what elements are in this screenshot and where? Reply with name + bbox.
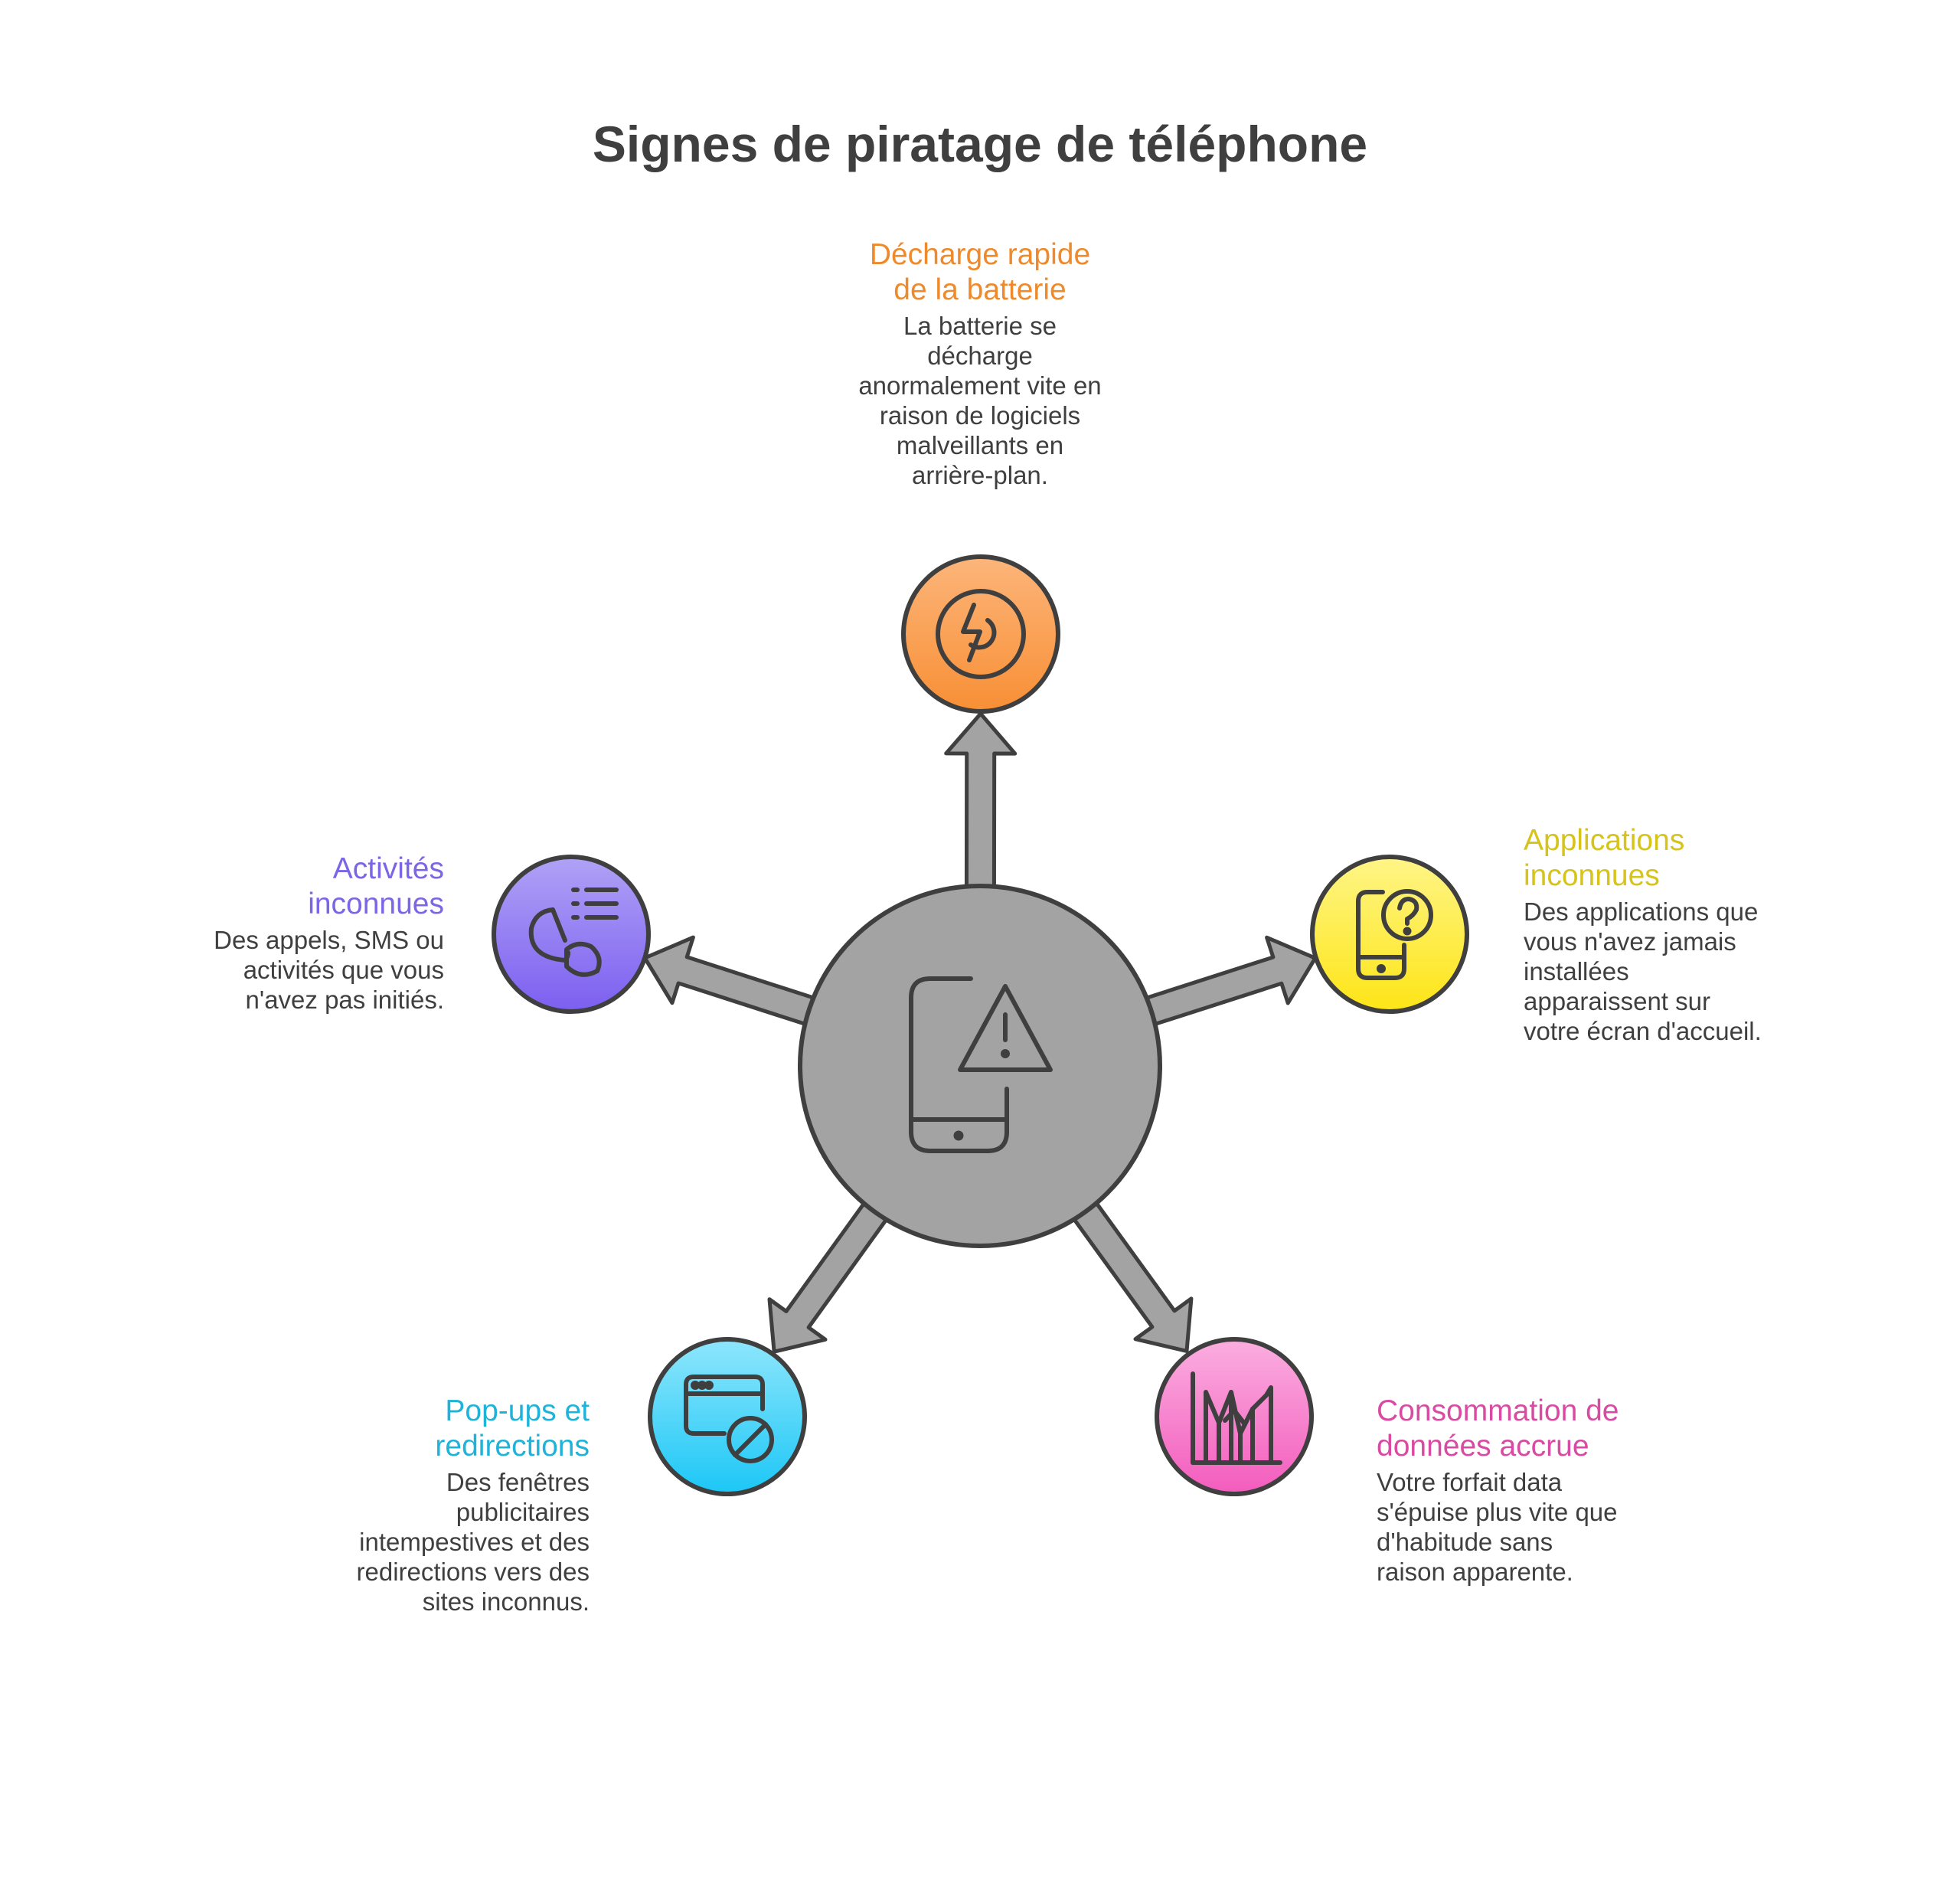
desc-line: arrière-plan.	[912, 461, 1048, 489]
sign-battery-title: Décharge rapide de la batterie	[789, 237, 1171, 308]
desc-line: anormalement vite en	[858, 371, 1102, 400]
sign-activities-title-line: inconnues	[308, 888, 444, 920]
sign-apps: Applications inconnues Des applications …	[1524, 823, 1799, 1046]
center-hub	[798, 884, 1162, 1248]
node-activities	[492, 855, 651, 1014]
desc-line: activités que vous	[243, 956, 444, 984]
sign-data: Consommation de données accrue Votre for…	[1377, 1394, 1660, 1587]
arrow-to-data	[1059, 1182, 1194, 1353]
sign-data-title: Consommation de données accrue	[1377, 1394, 1660, 1464]
arrow-to-activities	[642, 935, 837, 1033]
arrow-to-apps	[1123, 935, 1318, 1033]
desc-line: La batterie se	[903, 312, 1057, 340]
desc-line: Votre forfait data	[1377, 1468, 1563, 1496]
phone-call-list-icon	[528, 888, 619, 977]
battery-bolt-icon	[936, 589, 1026, 679]
sign-apps-title-line: inconnues	[1524, 859, 1660, 892]
data-chart-icon	[1191, 1371, 1282, 1465]
desc-line: sites inconnus.	[422, 1587, 590, 1616]
sign-activities-title-line: Activités	[332, 852, 444, 885]
desc-line: Des fenêtres	[446, 1468, 590, 1496]
desc-line: n'avez pas initiés.	[245, 986, 444, 1014]
sign-battery-description: La batterie se décharge anormalement vit…	[789, 311, 1171, 490]
desc-line: intempestives et des	[359, 1528, 590, 1556]
desc-line: raison apparente.	[1377, 1558, 1573, 1586]
phone-warning-icon	[909, 976, 1053, 1153]
desc-line: malveillants en	[896, 431, 1064, 459]
sign-battery-title-line: de la batterie	[893, 273, 1067, 306]
desc-line: installées	[1524, 957, 1629, 986]
desc-line: décharge	[927, 342, 1033, 370]
arrow-to-popups	[767, 1183, 902, 1354]
sign-popups-description: Des fenêtres publicitaires intempestives…	[306, 1467, 590, 1617]
sign-apps-description: Des applications que vous n'avez jamais …	[1524, 897, 1799, 1046]
desc-line: votre écran d'accueil.	[1524, 1017, 1762, 1045]
desc-line: s'épuise plus vite que	[1377, 1498, 1618, 1526]
phone-question-icon	[1356, 889, 1433, 980]
sign-data-title-line: Consommation de	[1377, 1394, 1619, 1427]
desc-line: Des appels, SMS ou	[214, 926, 444, 954]
sign-popups-title-line: redirections	[435, 1430, 590, 1463]
sign-apps-title-line: Applications	[1524, 824, 1685, 857]
sign-data-description: Votre forfait data s'épuise plus vite qu…	[1377, 1467, 1660, 1587]
desc-line: redirections vers des	[356, 1558, 590, 1586]
page-title: Signes de piratage de téléphone	[592, 116, 1368, 172]
sign-battery-title-line: Décharge rapide	[869, 238, 1091, 271]
node-popups	[648, 1337, 807, 1496]
sign-popups: Pop-ups et redirections Des fenêtres pub…	[306, 1394, 590, 1617]
desc-line: publicitaires	[456, 1498, 590, 1526]
desc-line: d'habitude sans	[1377, 1528, 1553, 1556]
sign-activities-description: Des appels, SMS ou activités que vous n'…	[145, 925, 444, 1015]
sign-popups-title: Pop-ups et redirections	[306, 1394, 590, 1464]
sign-popups-title-line: Pop-ups et	[445, 1394, 590, 1427]
sign-battery: Décharge rapide de la batterie La batter…	[789, 237, 1171, 490]
node-data	[1155, 1337, 1314, 1496]
desc-line: apparaissent sur	[1524, 987, 1710, 1015]
sign-data-title-line: données accrue	[1377, 1430, 1589, 1463]
sign-apps-title: Applications inconnues	[1524, 823, 1799, 894]
desc-line: vous n'avez jamais	[1524, 927, 1736, 956]
sign-activities-title: Activités inconnues	[145, 852, 444, 922]
browser-blocked-icon	[684, 1375, 774, 1463]
desc-line: Des applications que	[1524, 897, 1759, 926]
desc-line: raison de logiciels	[879, 401, 1081, 430]
arrow-to-battery	[944, 711, 1018, 911]
sign-activities: Activités inconnues Des appels, SMS ou a…	[145, 852, 444, 1015]
